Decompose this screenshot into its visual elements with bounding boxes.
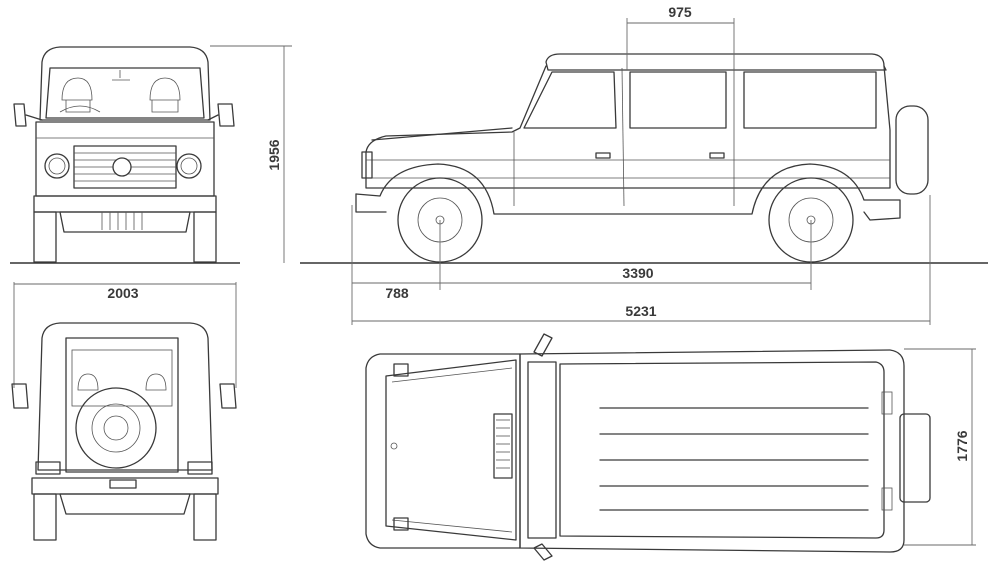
wheelbase-label: 3390	[622, 265, 653, 281]
side-dimensions	[351, 18, 931, 325]
side-view	[355, 53, 929, 263]
top-view	[365, 333, 931, 561]
top-width-dimension	[904, 348, 976, 546]
body-width-label: 1776	[954, 430, 970, 461]
overall-width-label: 2003	[107, 285, 138, 301]
width-975-label: 975	[668, 4, 692, 20]
height-dimension	[210, 45, 292, 263]
front-view	[13, 46, 235, 263]
overall-length-label: 5231	[625, 303, 656, 319]
front-overhang-label: 788	[385, 285, 409, 301]
rear-view	[11, 322, 237, 541]
height-label: 1956	[266, 139, 282, 170]
rear-view-dimension	[13, 282, 237, 388]
